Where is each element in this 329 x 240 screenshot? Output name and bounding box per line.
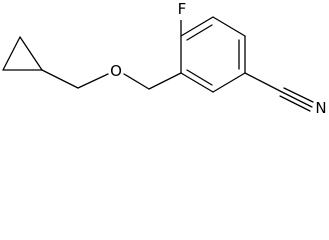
cyclopropyl-bond-top: [2, 36, 21, 71]
nitrile-group: [244, 72, 314, 112]
ring-to-nitrile-carbon-bond: [244, 72, 283, 93]
nitrile-triple-bond-3: [279, 95, 311, 112]
ring-bond-c6-c1: [180, 72, 214, 93]
benzene-ring: [180, 16, 246, 93]
nitrile-triple-bond-2: [283, 87, 314, 103]
ring-bond-c2-c3: [180, 16, 214, 37]
fluorine-atom-label: F: [178, 0, 187, 18]
cyclopropylmethyl-linker: [41, 69, 109, 89]
benzylic-ch2-to-ring-bond: [148, 72, 182, 90]
benzylic-linker: [123, 72, 182, 90]
cyclopropyl-ring: [2, 36, 43, 71]
chemical-structure-diagram: O F N: [2, 0, 327, 116]
ch2-to-oxygen-bond: [77, 73, 109, 89]
nitrogen-atom-label: N: [315, 99, 326, 116]
ring-double-bond-inner-1: [186, 24, 213, 41]
ring-to-ch2-bond: [41, 69, 79, 89]
ring-bond-c5-c6: [212, 72, 246, 93]
oxygen-to-benzylic-ch2-bond: [123, 73, 150, 90]
oxygen-atom-label: O: [110, 62, 122, 80]
nitrile-triple-bond-1: [281, 91, 313, 108]
cyclopropyl-bond-right: [19, 36, 43, 71]
ring-double-bond-inner-3: [186, 69, 213, 86]
ring-bond-c3-c4: [212, 16, 246, 37]
